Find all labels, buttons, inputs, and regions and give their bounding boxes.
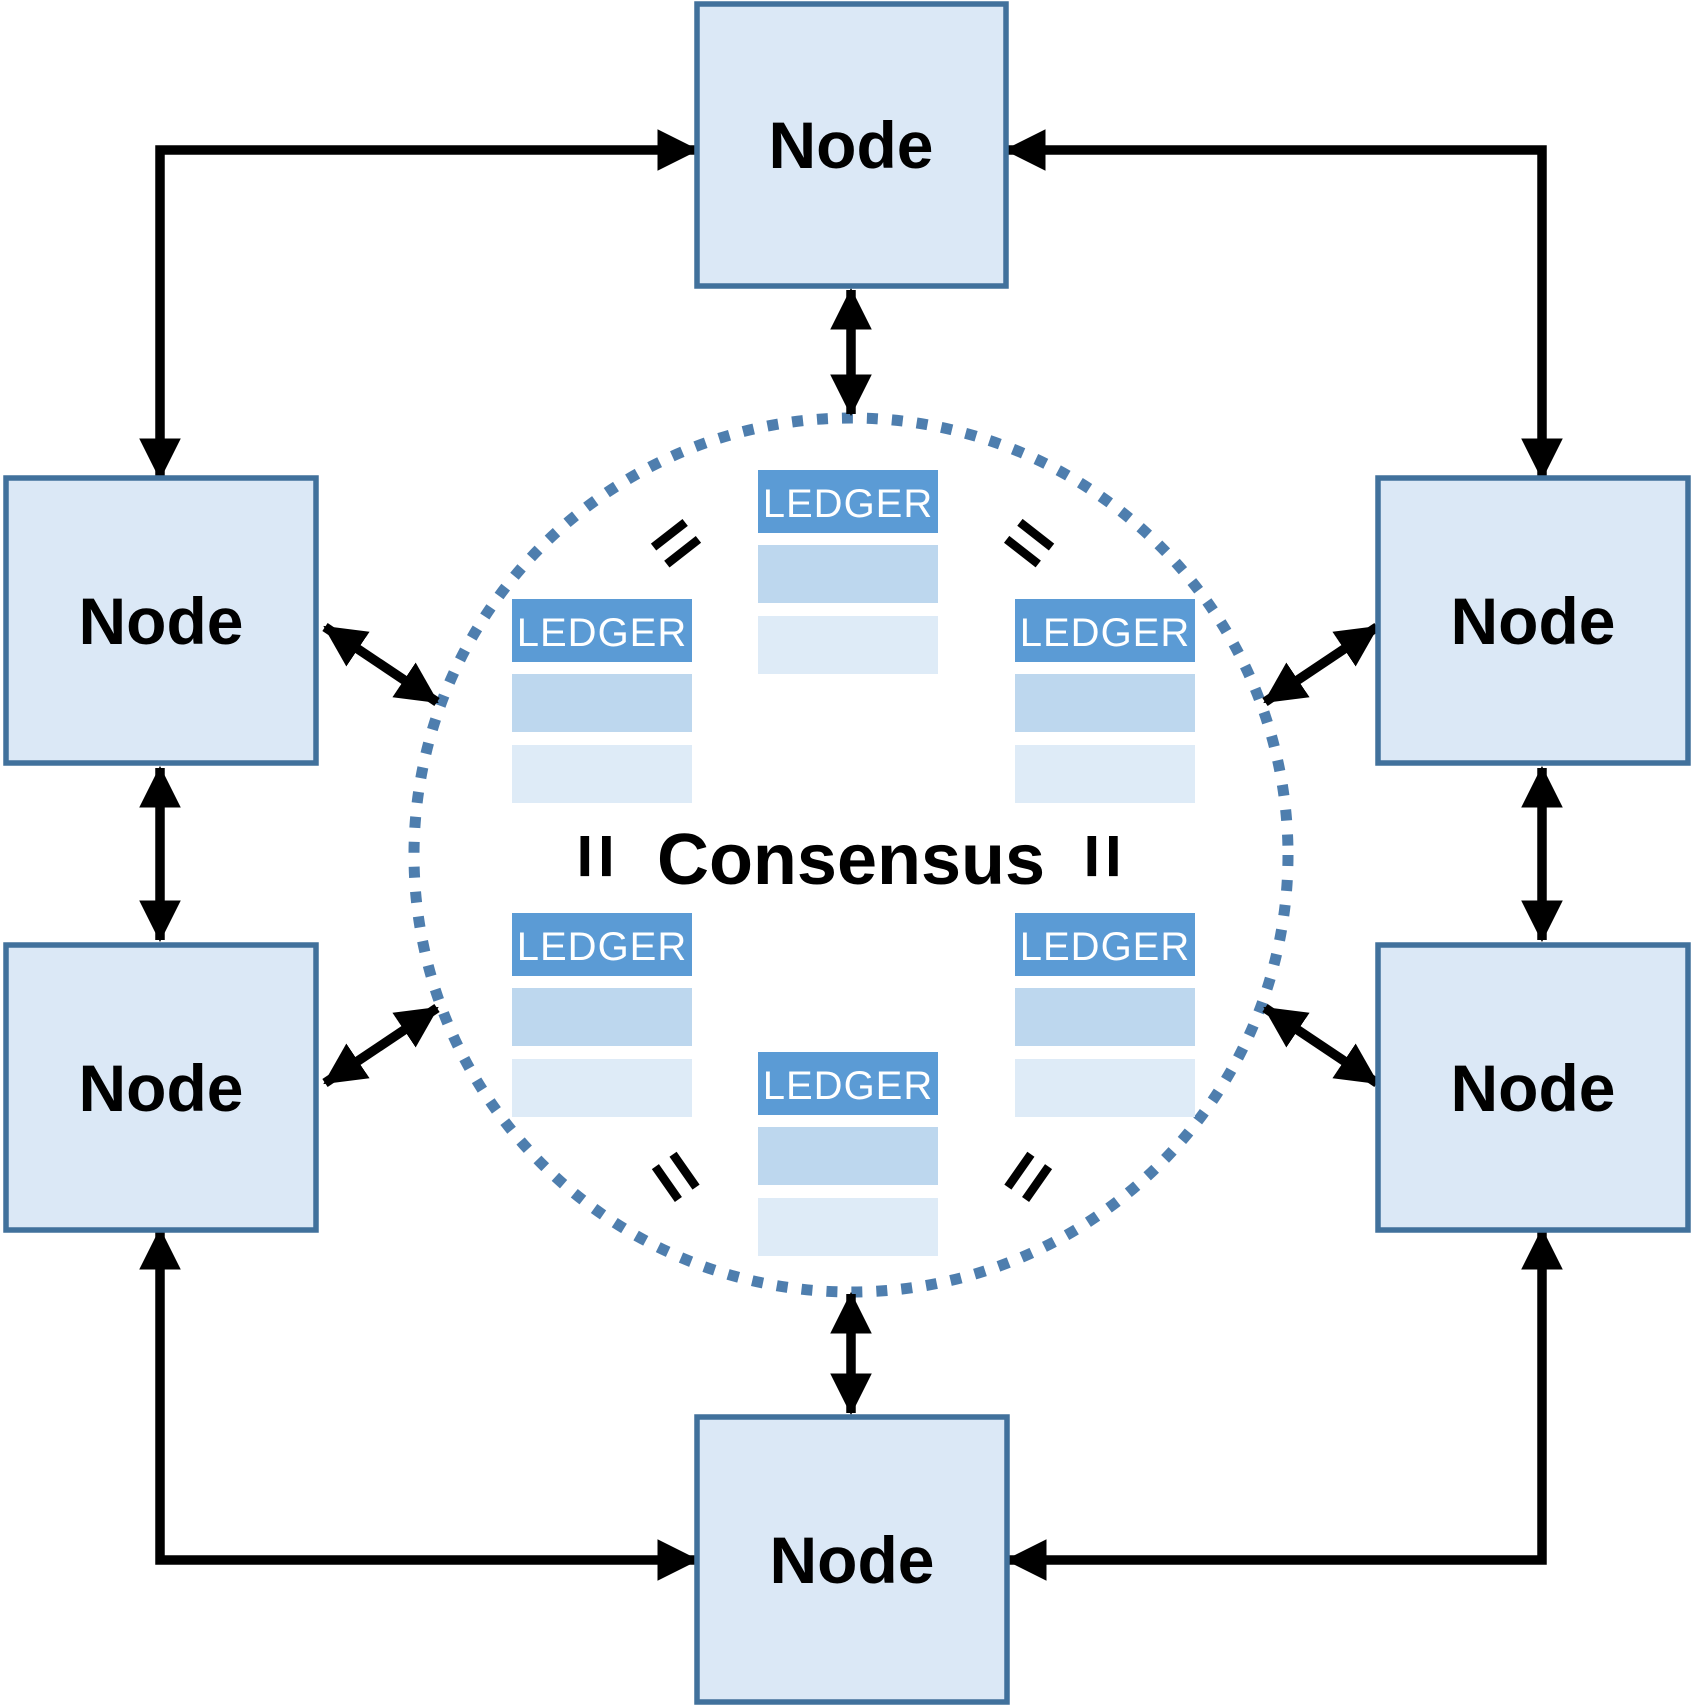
ledger-row [758, 1127, 938, 1185]
connector-leftlower-circle [322, 1004, 440, 1087]
equals-glyph: = [1059, 833, 1148, 880]
ledger-header [758, 1052, 938, 1115]
ledger-header-label: LEDGER [1020, 925, 1191, 969]
node-right-upper: Node [1375, 475, 1691, 766]
ledger-header-label: LEDGER [517, 925, 688, 969]
connector-topleft-elbow [139, 129, 700, 481]
node-left-upper: Node [3, 475, 319, 766]
connector-bottomright-elbow [1004, 1227, 1563, 1581]
ledger-header-label: LEDGER [763, 1064, 934, 1108]
node-box [1375, 942, 1691, 1233]
connector-rightlower-circle [1262, 1004, 1380, 1087]
equals-glyph: = [552, 833, 641, 880]
consensus-label: Consensus [657, 820, 1045, 900]
node-left-lower: Node [3, 942, 319, 1233]
ledger-header [1015, 599, 1195, 662]
node-box [3, 942, 319, 1233]
equals-glyph: = [984, 493, 1076, 592]
equals-glyph: = [630, 493, 722, 592]
ledger-lower-right: LEDGER [1015, 913, 1195, 1117]
ledger-bottom-center: LEDGER [758, 1052, 938, 1256]
ledger-header-label: LEDGER [1020, 611, 1191, 655]
node-label: Node [769, 108, 934, 182]
ledger-row [512, 745, 692, 803]
equals-icon-top-left: = [630, 493, 722, 592]
ledger-header [1015, 913, 1195, 976]
node-label: Node [79, 1051, 244, 1125]
node-label: Node [79, 584, 244, 658]
equals-icon-mid-right: = [1059, 833, 1148, 880]
ledger-header-label: LEDGER [517, 611, 688, 655]
equals-icon-top-right: = [984, 493, 1076, 592]
ledger-row [1015, 988, 1195, 1046]
ledger-row [512, 988, 692, 1046]
ledger-top-center: LEDGER [758, 470, 938, 674]
ledger-row [758, 1198, 938, 1256]
equals-icon-bottom-right: = [978, 1132, 1078, 1221]
connector-rightupper-circle [1262, 623, 1380, 706]
node-label: Node [1451, 584, 1616, 658]
consensus-circle-border [408, 412, 1294, 1298]
ledger-row [758, 616, 938, 674]
ledger-row [1015, 745, 1195, 803]
ledger-row [1015, 674, 1195, 732]
connector-topright-elbow [1003, 129, 1563, 481]
ledger-header [758, 470, 938, 533]
ledger-header [512, 599, 692, 662]
ledger-row [1015, 1059, 1195, 1117]
ledger-row [512, 674, 692, 732]
connectors [139, 129, 1563, 1581]
connector-bottomleft-elbow [139, 1227, 700, 1581]
node-box [3, 475, 319, 766]
equals-glyph: = [978, 1132, 1078, 1221]
equals-icon-mid-left: = [552, 833, 641, 880]
ledger-header [512, 913, 692, 976]
ledger-row [758, 545, 938, 603]
connector-leftupper-circle [322, 623, 440, 706]
node-box [694, 1, 1009, 289]
equals-icon-bottom-left: = [627, 1132, 727, 1221]
node-right-lower: Node [1375, 942, 1691, 1233]
node-box [1375, 475, 1691, 766]
ledger-header-label: LEDGER [763, 482, 934, 526]
ledger-upper-left: LEDGER [512, 599, 692, 803]
ledger-lower-left: LEDGER [512, 913, 692, 1117]
node-top: Node [694, 1, 1009, 289]
ledger-upper-right: LEDGER [1015, 599, 1195, 803]
node-label: Node [770, 1523, 935, 1597]
equals-glyph: = [627, 1132, 727, 1221]
node-box [694, 1414, 1010, 1705]
node-label: Node [1451, 1051, 1616, 1125]
node-bottom: Node [694, 1414, 1010, 1705]
ledger-row [512, 1059, 692, 1117]
